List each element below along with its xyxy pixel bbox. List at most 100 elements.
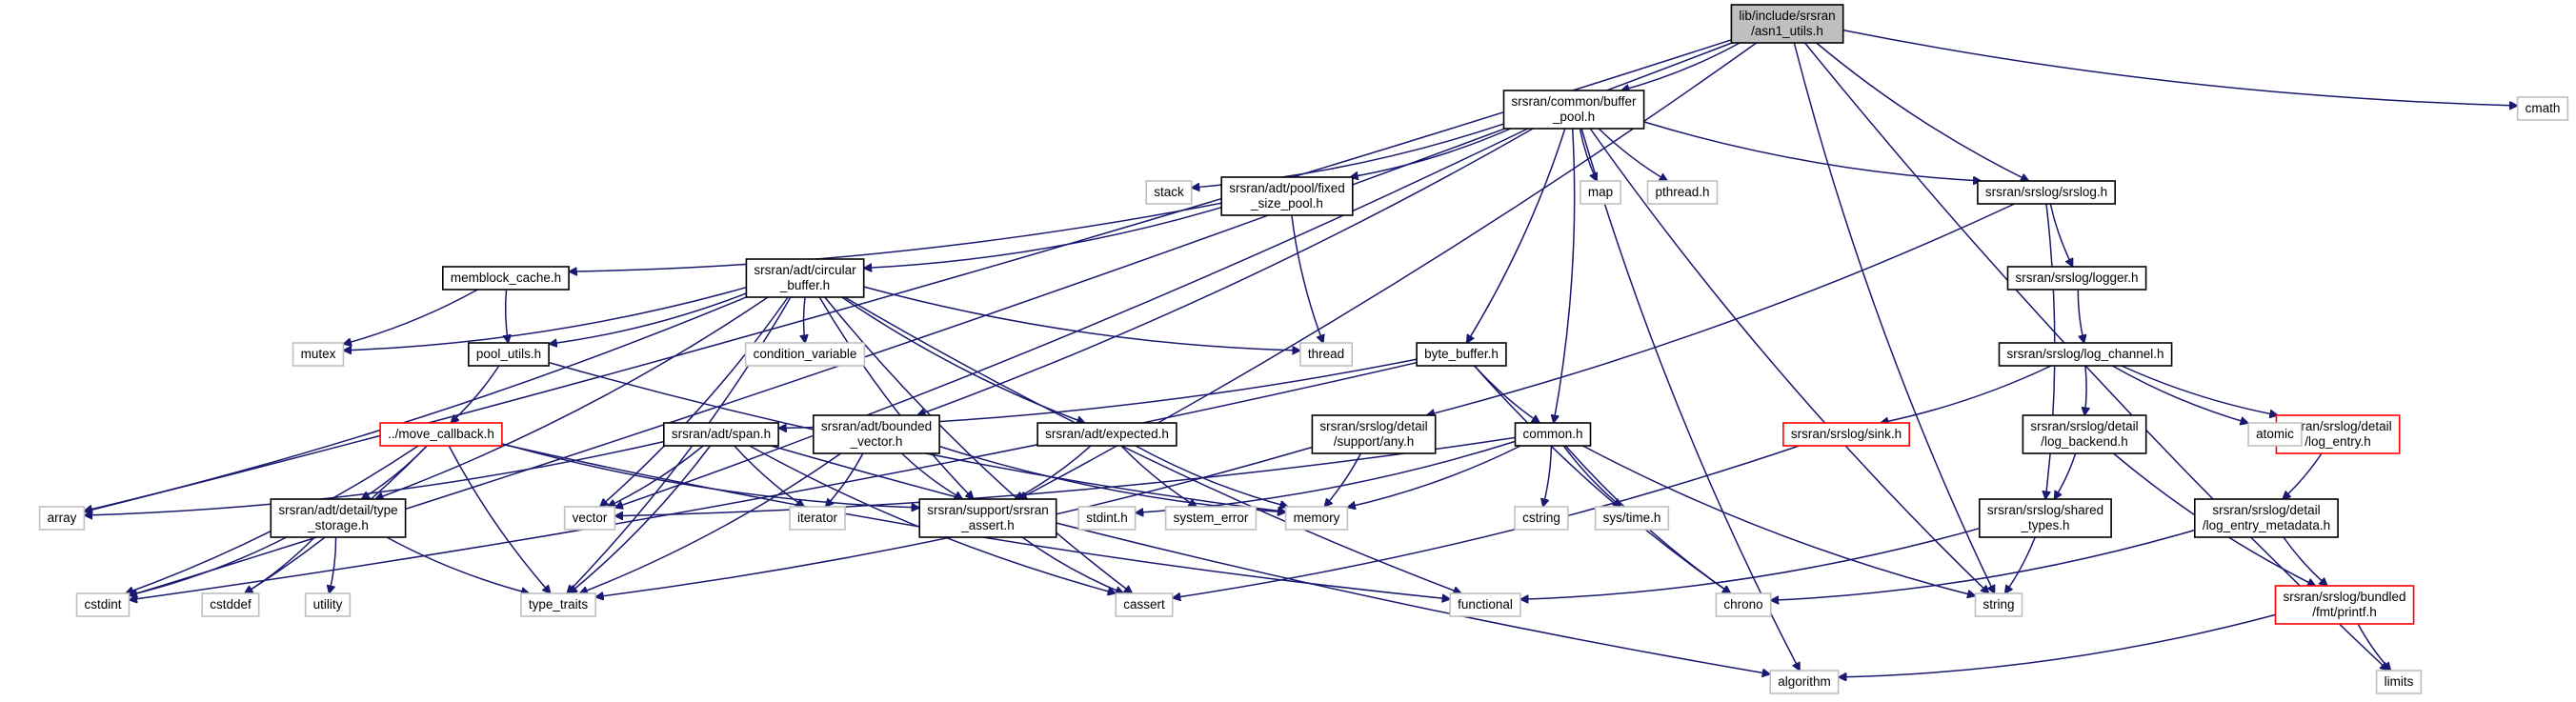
- edge-circular_buffer-to-mutex: [343, 286, 747, 351]
- node-detail-any[interactable]: srsran/srslog/detail/support/any.h: [1311, 414, 1437, 454]
- edge-move_callback-to-type_storage: [362, 445, 428, 499]
- node-box: [304, 592, 352, 617]
- edge-circular_buffer-to-vector: [600, 296, 789, 507]
- node-sink[interactable]: srsran/srslog/sink.h: [1782, 422, 1911, 447]
- file-nodes: lib/include/srsran/asn1_utils.h srsran/co…: [38, 4, 2569, 694]
- edge-buffer_pool-to-string: [1589, 128, 1989, 593]
- node-box: [1974, 592, 2023, 617]
- edge-root-to-buffer_pool: [1621, 42, 1741, 90]
- node-array: array: [38, 506, 86, 531]
- edge-span-to-iterator: [734, 445, 804, 507]
- edge-root-to-array: [84, 39, 1732, 512]
- node-log-backend[interactable]: srsran/srslog/detail/log_backend.h: [2022, 414, 2147, 454]
- node-label: /support/any.h: [1334, 434, 1415, 449]
- node-shared-types[interactable]: srsran/srslog/shared_types.h: [1979, 498, 2112, 538]
- node-box: [75, 592, 131, 617]
- edge-common-to-cstring: [1543, 445, 1553, 507]
- node-label: /asn1_utils.h: [1751, 24, 1823, 38]
- node-box: [1311, 414, 1437, 454]
- node-type-storage[interactable]: srsran/adt/detail/type_storage.h: [270, 498, 407, 538]
- node-label: iterator: [797, 511, 838, 525]
- edge-buffer_pool-to-srslog: [1643, 121, 1982, 181]
- node-common[interactable]: common.h: [1514, 422, 1592, 447]
- edge-logger-to-log_channel: [2077, 289, 2083, 343]
- node-log-channel[interactable]: srsran/srslog/log_channel.h: [1998, 342, 2173, 367]
- node-box: [745, 258, 865, 298]
- node-label: pool_utils.h: [476, 347, 541, 361]
- node-box: [789, 506, 846, 531]
- edge-circular_buffer-to-type_storage: [375, 296, 769, 499]
- edge-circular_buffer-to-functional: [844, 296, 1461, 593]
- node-log-entry-metadata[interactable]: srsran/srslog/detail/log_entry_metadata.…: [2194, 498, 2339, 538]
- edge-circular_buffer-to-cassert: [824, 296, 1133, 593]
- node-box: [1220, 176, 1354, 216]
- node-label: srsran/srslog/detail: [2284, 419, 2391, 433]
- node-label: /log_backend.h: [2041, 434, 2128, 449]
- node-srsran-assert[interactable]: srsran/support/srsran_assert.h: [918, 498, 1057, 538]
- node-box: [1514, 422, 1592, 447]
- edge-printf-to-algorithm: [1839, 613, 2276, 677]
- node-log-entry[interactable]: srsran/srslog/detail/log_entry.h: [2275, 414, 2401, 454]
- node-label: chrono: [1723, 597, 1762, 612]
- edge-circular_buffer-to-array: [84, 296, 747, 511]
- edge-span-to-array: [84, 440, 664, 515]
- edge-buffer_pool-to-pthread: [1598, 128, 1667, 181]
- node-box: [292, 342, 345, 367]
- node-logger[interactable]: srsran/srslog/logger.h: [2006, 266, 2147, 291]
- node-box: [1715, 592, 1772, 617]
- node-printf[interactable]: srsran/srslog/bundled/fmt/printf.h: [2274, 585, 2415, 625]
- node-label: string: [1982, 597, 2014, 612]
- node-label: vector: [573, 511, 608, 525]
- node-label: srsran/adt/span.h: [672, 427, 771, 441]
- node-move-callback[interactable]: ../move_callback.h: [379, 422, 503, 447]
- node-circular-buffer[interactable]: srsran/adt/circular_buffer.h: [745, 258, 865, 298]
- node-label: srsran/adt/bounded: [821, 419, 932, 433]
- node-box: [1580, 180, 1622, 205]
- node-condition-variable: condition_variable: [744, 342, 866, 367]
- node-label: mutex: [301, 347, 336, 361]
- node-memory: memory: [1284, 506, 1349, 531]
- edge-log_entry-to-log_entry_metadata: [2283, 452, 2323, 499]
- node-srslog[interactable]: srsran/srslog/srslog.h: [1977, 180, 2116, 205]
- edge-common-to-string: [1582, 445, 1975, 596]
- edge-printf-to-limits: [2357, 623, 2391, 671]
- node-buffer-pool[interactable]: srsran/common/buffer_pool.h: [1502, 90, 1645, 130]
- node-label: utility: [313, 597, 343, 612]
- edge-byte_buffer-to-cstdint: [130, 361, 1418, 600]
- edge-bounded_vector-to-type_traits: [579, 452, 842, 593]
- edge-detail_any-to-memory: [1324, 452, 1362, 507]
- node-memblock-cache[interactable]: memblock_cache.h: [441, 266, 570, 291]
- edge-span-to-type_traits: [570, 445, 712, 593]
- edge-srslog-to-detail_any: [1427, 203, 2015, 415]
- edge-log_entry_metadata-to-chrono: [1771, 529, 2196, 601]
- node-label: memory: [1294, 511, 1340, 525]
- edge-circular_buffer-to-expected: [841, 296, 1085, 423]
- edge-buffer_pool-to-map: [1579, 128, 1597, 181]
- node-label: lib/include/srsran: [1739, 9, 1835, 23]
- node-box: [1115, 592, 1174, 617]
- node-byte-buffer[interactable]: byte_buffer.h: [1416, 342, 1507, 367]
- node-bounded-vector[interactable]: srsran/adt/bounded_vector.h: [812, 414, 940, 454]
- node-span[interactable]: srsran/adt/span.h: [662, 422, 779, 447]
- node-label: memblock_cache.h: [451, 271, 561, 285]
- node-label: srsran/adt/detail/type: [278, 503, 397, 517]
- node-map: map: [1580, 180, 1622, 205]
- edge-bounded_vector-to-srsran_assert: [901, 452, 963, 499]
- node-cmath: cmath: [2516, 96, 2569, 121]
- node-label: srsran/srslog/srslog.h: [1985, 185, 2107, 199]
- node-label: _assert.h: [960, 518, 1015, 532]
- node-label: _pool.h: [1552, 110, 1595, 124]
- node-fixed-size-pool[interactable]: srsran/adt/pool/fixed_size_pool.h: [1220, 176, 1354, 216]
- node-label: functional: [1458, 597, 1513, 612]
- edge-circular_buffer-to-condition_variable: [804, 296, 805, 343]
- edge-srsran_assert-to-cassert: [1021, 536, 1123, 593]
- node-box: [1769, 670, 1840, 694]
- edge-span-to-algorithm: [771, 445, 1771, 674]
- node-expected[interactable]: srsran/adt/expected.h: [1036, 422, 1177, 447]
- node-label: atomic: [2256, 427, 2294, 441]
- node-pool-utils[interactable]: pool_utils.h: [467, 342, 550, 367]
- node-atomic: atomic: [2247, 422, 2303, 447]
- node-label: pthread.h: [1655, 185, 1709, 199]
- node-stack: stack: [1145, 180, 1193, 205]
- edge-common-to-vector: [614, 436, 1516, 515]
